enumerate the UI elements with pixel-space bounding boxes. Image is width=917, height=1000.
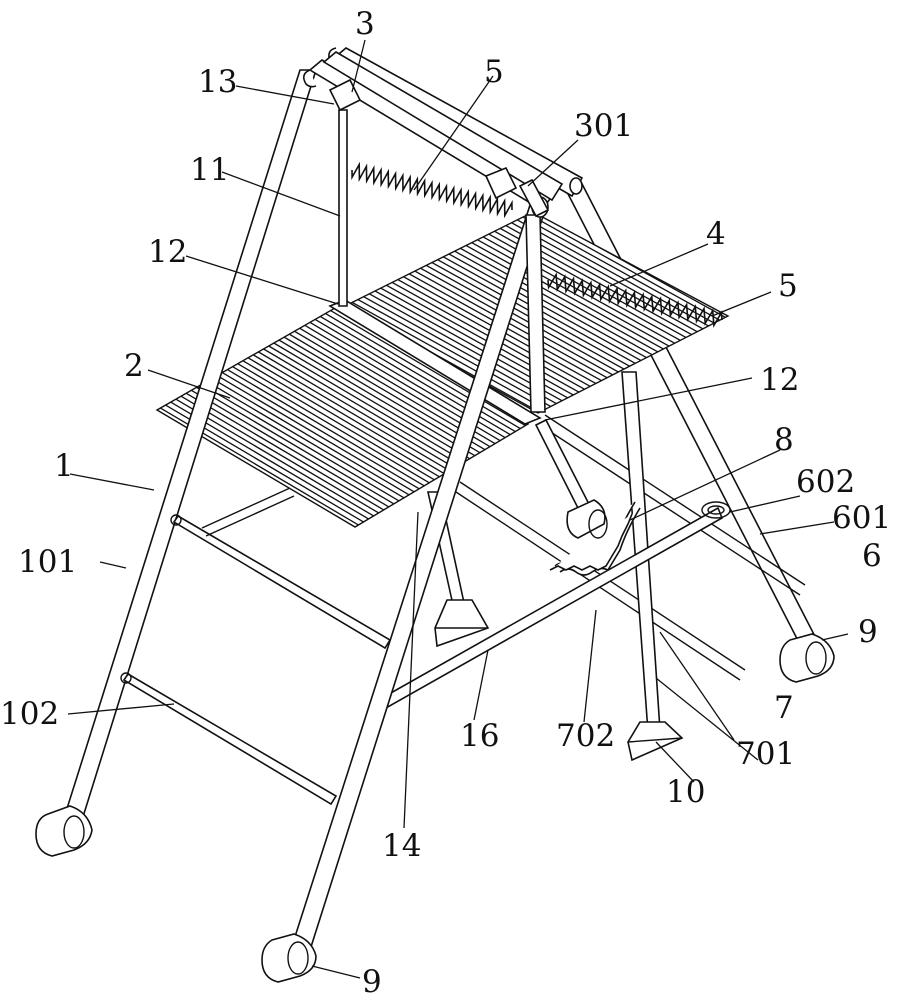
label-4: 4 — [706, 216, 726, 252]
platform-hatch-line — [157, 395, 528, 527]
callout-labels: 3 13 5 301 11 4 12 5 2 12 8 1 602 601 10… — [0, 6, 891, 1000]
label-2: 2 — [124, 348, 144, 384]
label-13: 13 — [198, 64, 237, 100]
platform-hatch-line — [157, 308, 528, 465]
label-16: 16 — [460, 718, 499, 754]
label-6: 6 — [862, 538, 882, 574]
rung-102 — [120, 672, 338, 806]
platform-hatch-line — [140, 546, 560, 794]
label-12-lower: 12 — [760, 362, 799, 398]
platform-hatch-line — [157, 308, 528, 477]
label-101: 101 — [18, 544, 77, 580]
rung-101 — [170, 514, 392, 650]
label-3: 3 — [355, 6, 375, 42]
leader-lines — [67, 39, 849, 979]
base-block-front — [434, 599, 490, 648]
platform-hatch-line — [140, 552, 560, 800]
chain-8 — [549, 501, 641, 576]
label-5-lower: 5 — [778, 268, 798, 304]
platform-hatch-line — [157, 308, 528, 447]
label-102: 102 — [0, 696, 59, 732]
label-10: 10 — [666, 774, 705, 810]
platform-hatch-line — [157, 371, 528, 527]
label-1: 1 — [54, 448, 74, 484]
post-11 — [338, 109, 348, 307]
platform-hatch-line — [157, 389, 528, 527]
spring-lower — [547, 272, 723, 328]
label-701: 701 — [736, 736, 795, 772]
label-7: 7 — [774, 690, 794, 726]
label-702: 702 — [556, 718, 615, 754]
label-8: 8 — [774, 422, 794, 458]
foot-front-right — [261, 933, 317, 983]
platform-hatch-line — [157, 383, 528, 527]
label-301: 301 — [574, 108, 633, 144]
top-bar-3 — [302, 47, 584, 218]
label-602: 602 — [796, 464, 855, 500]
platform-hatch-line — [157, 308, 528, 483]
label-9-rear: 9 — [858, 614, 878, 650]
label-12-upper: 12 — [148, 234, 187, 270]
label-601: 601 — [832, 500, 891, 536]
label-11: 11 — [190, 152, 229, 188]
platform-hatch-line — [157, 308, 528, 459]
label-5-upper: 5 — [484, 54, 504, 90]
platform-hatch-line — [157, 377, 528, 527]
rung-101-rear — [201, 487, 291, 529]
hanging-rod-and-weight — [534, 418, 608, 539]
label-9-front: 9 — [362, 964, 382, 1000]
spring-upper — [351, 161, 513, 219]
label-14: 14 — [382, 828, 421, 864]
foot-rear-right — [779, 633, 835, 683]
rung-101-rear-b — [205, 495, 295, 537]
platform-hatch-line — [157, 308, 528, 453]
base-block-rear — [627, 721, 684, 762]
platform-hatch-line — [157, 308, 528, 471]
foot-left — [35, 805, 93, 857]
